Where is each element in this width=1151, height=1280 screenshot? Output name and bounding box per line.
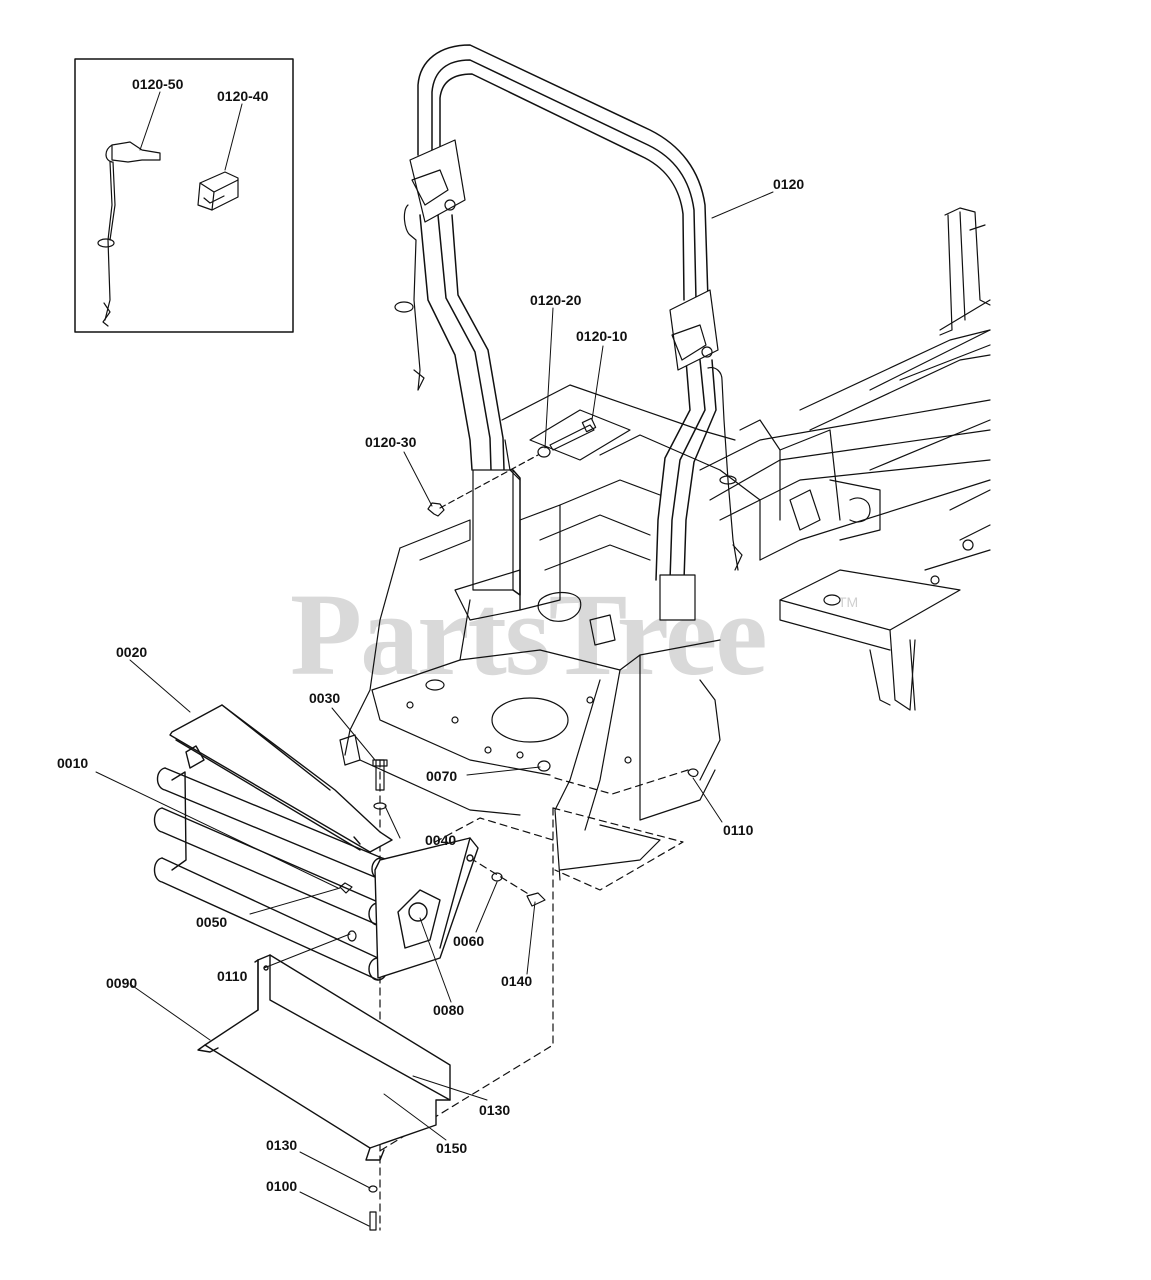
- callout-0120-30: 0120-30: [365, 434, 417, 450]
- trademark-mark: TM: [838, 594, 859, 610]
- assembly-lines: [377, 759, 689, 1231]
- handle-grip: [197, 171, 239, 211]
- inset-box: [74, 58, 294, 333]
- callout-0140: 0140: [501, 973, 533, 989]
- callout-0120-50: 0120-50: [132, 76, 184, 92]
- callout-0150: 0150: [436, 1140, 468, 1156]
- callout-0120-10: 0120-10: [576, 328, 628, 344]
- callout-0100: 0100: [266, 1178, 298, 1194]
- callout-0050: 0050: [196, 914, 228, 930]
- hardware-bits: [339, 759, 699, 1231]
- callout-0030: 0030: [309, 690, 341, 706]
- callout-0070: 0070: [426, 768, 458, 784]
- chassis-frame: [501, 207, 991, 711]
- pin-and-hardware: [427, 417, 597, 517]
- bumper-tubes: [153, 767, 391, 981]
- side-bracket: [374, 837, 479, 979]
- guard-top: [169, 704, 393, 853]
- callout-0110-left: 0110: [217, 968, 248, 984]
- rops-right-hinge: [669, 289, 743, 571]
- key-with-tether: [97, 141, 161, 327]
- rear-panel: [339, 519, 721, 881]
- callout-0060: 0060: [453, 933, 485, 949]
- callout-0080: 0080: [433, 1002, 465, 1018]
- callout-0130-right: 0130: [479, 1102, 511, 1118]
- callout-0090: 0090: [106, 975, 138, 991]
- callout-0120: 0120: [773, 176, 805, 192]
- rops-frame: [417, 44, 717, 621]
- callout-0120-40: 0120-40: [217, 88, 269, 104]
- callout-0130-left: 0130: [266, 1137, 298, 1153]
- callout-0010: 0010: [57, 755, 89, 771]
- rops-left-hinge: [394, 139, 466, 391]
- callout-0040: 0040: [425, 832, 457, 848]
- leader-lines: [95, 91, 774, 1227]
- callout-0110-right: 0110: [723, 822, 754, 838]
- lower-guard: [197, 954, 451, 1161]
- callout-0020: 0020: [116, 644, 148, 660]
- callout-0120-20: 0120-20: [530, 292, 582, 308]
